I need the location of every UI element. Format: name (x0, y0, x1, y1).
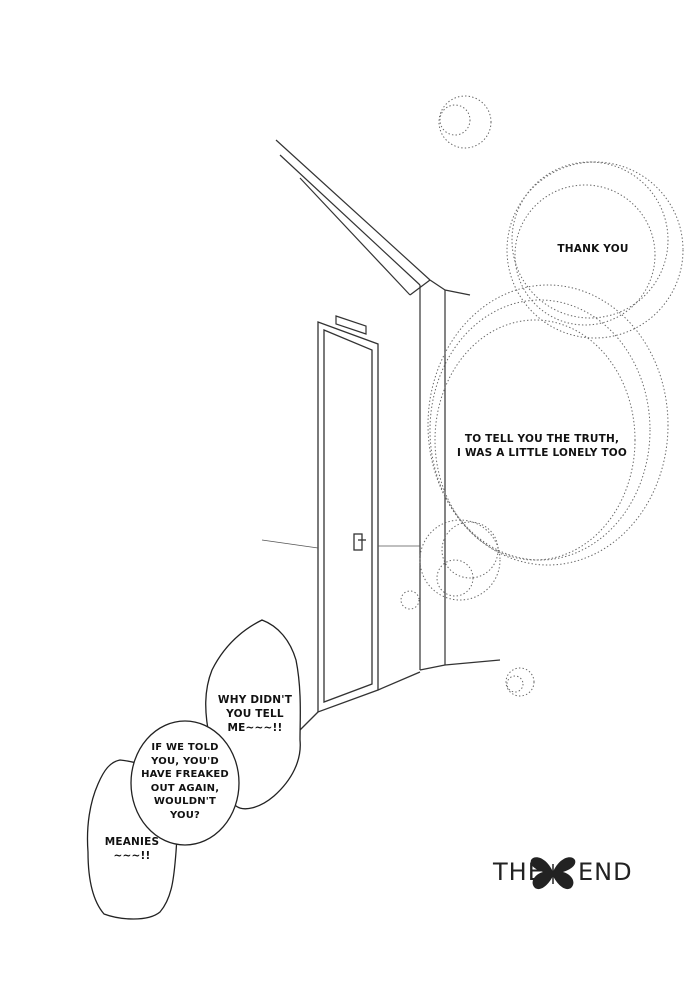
wall-stripe (261, 539, 420, 549)
wall-pillar (419, 285, 501, 671)
bubble-truth-text: TO TELL YOU THE TRUTH, I WAS A LITTLE LO… (456, 433, 627, 459)
bubble-meanies-text: MEANIES ~~~!! (104, 836, 160, 862)
speech-bubble-shapes (86, 619, 301, 920)
ceiling-lines (275, 139, 471, 296)
bubble-freaked-text: IF WE TOLD YOU, YOU'D HAVE FREAKED OUT A… (141, 742, 229, 821)
dotted-circles (400, 95, 684, 697)
bubble-thank-you-text: THANK YOU (557, 243, 629, 255)
door (299, 321, 421, 731)
the-end-end: END (578, 858, 633, 886)
bubble-why-text: WHY DIDN'T YOU TELL ME~~~!! (217, 694, 293, 734)
exit-sign (335, 315, 367, 335)
butterfly-icon (530, 857, 576, 890)
bubble-freaked-shape (130, 720, 240, 846)
the-end-the: THE (493, 858, 544, 886)
